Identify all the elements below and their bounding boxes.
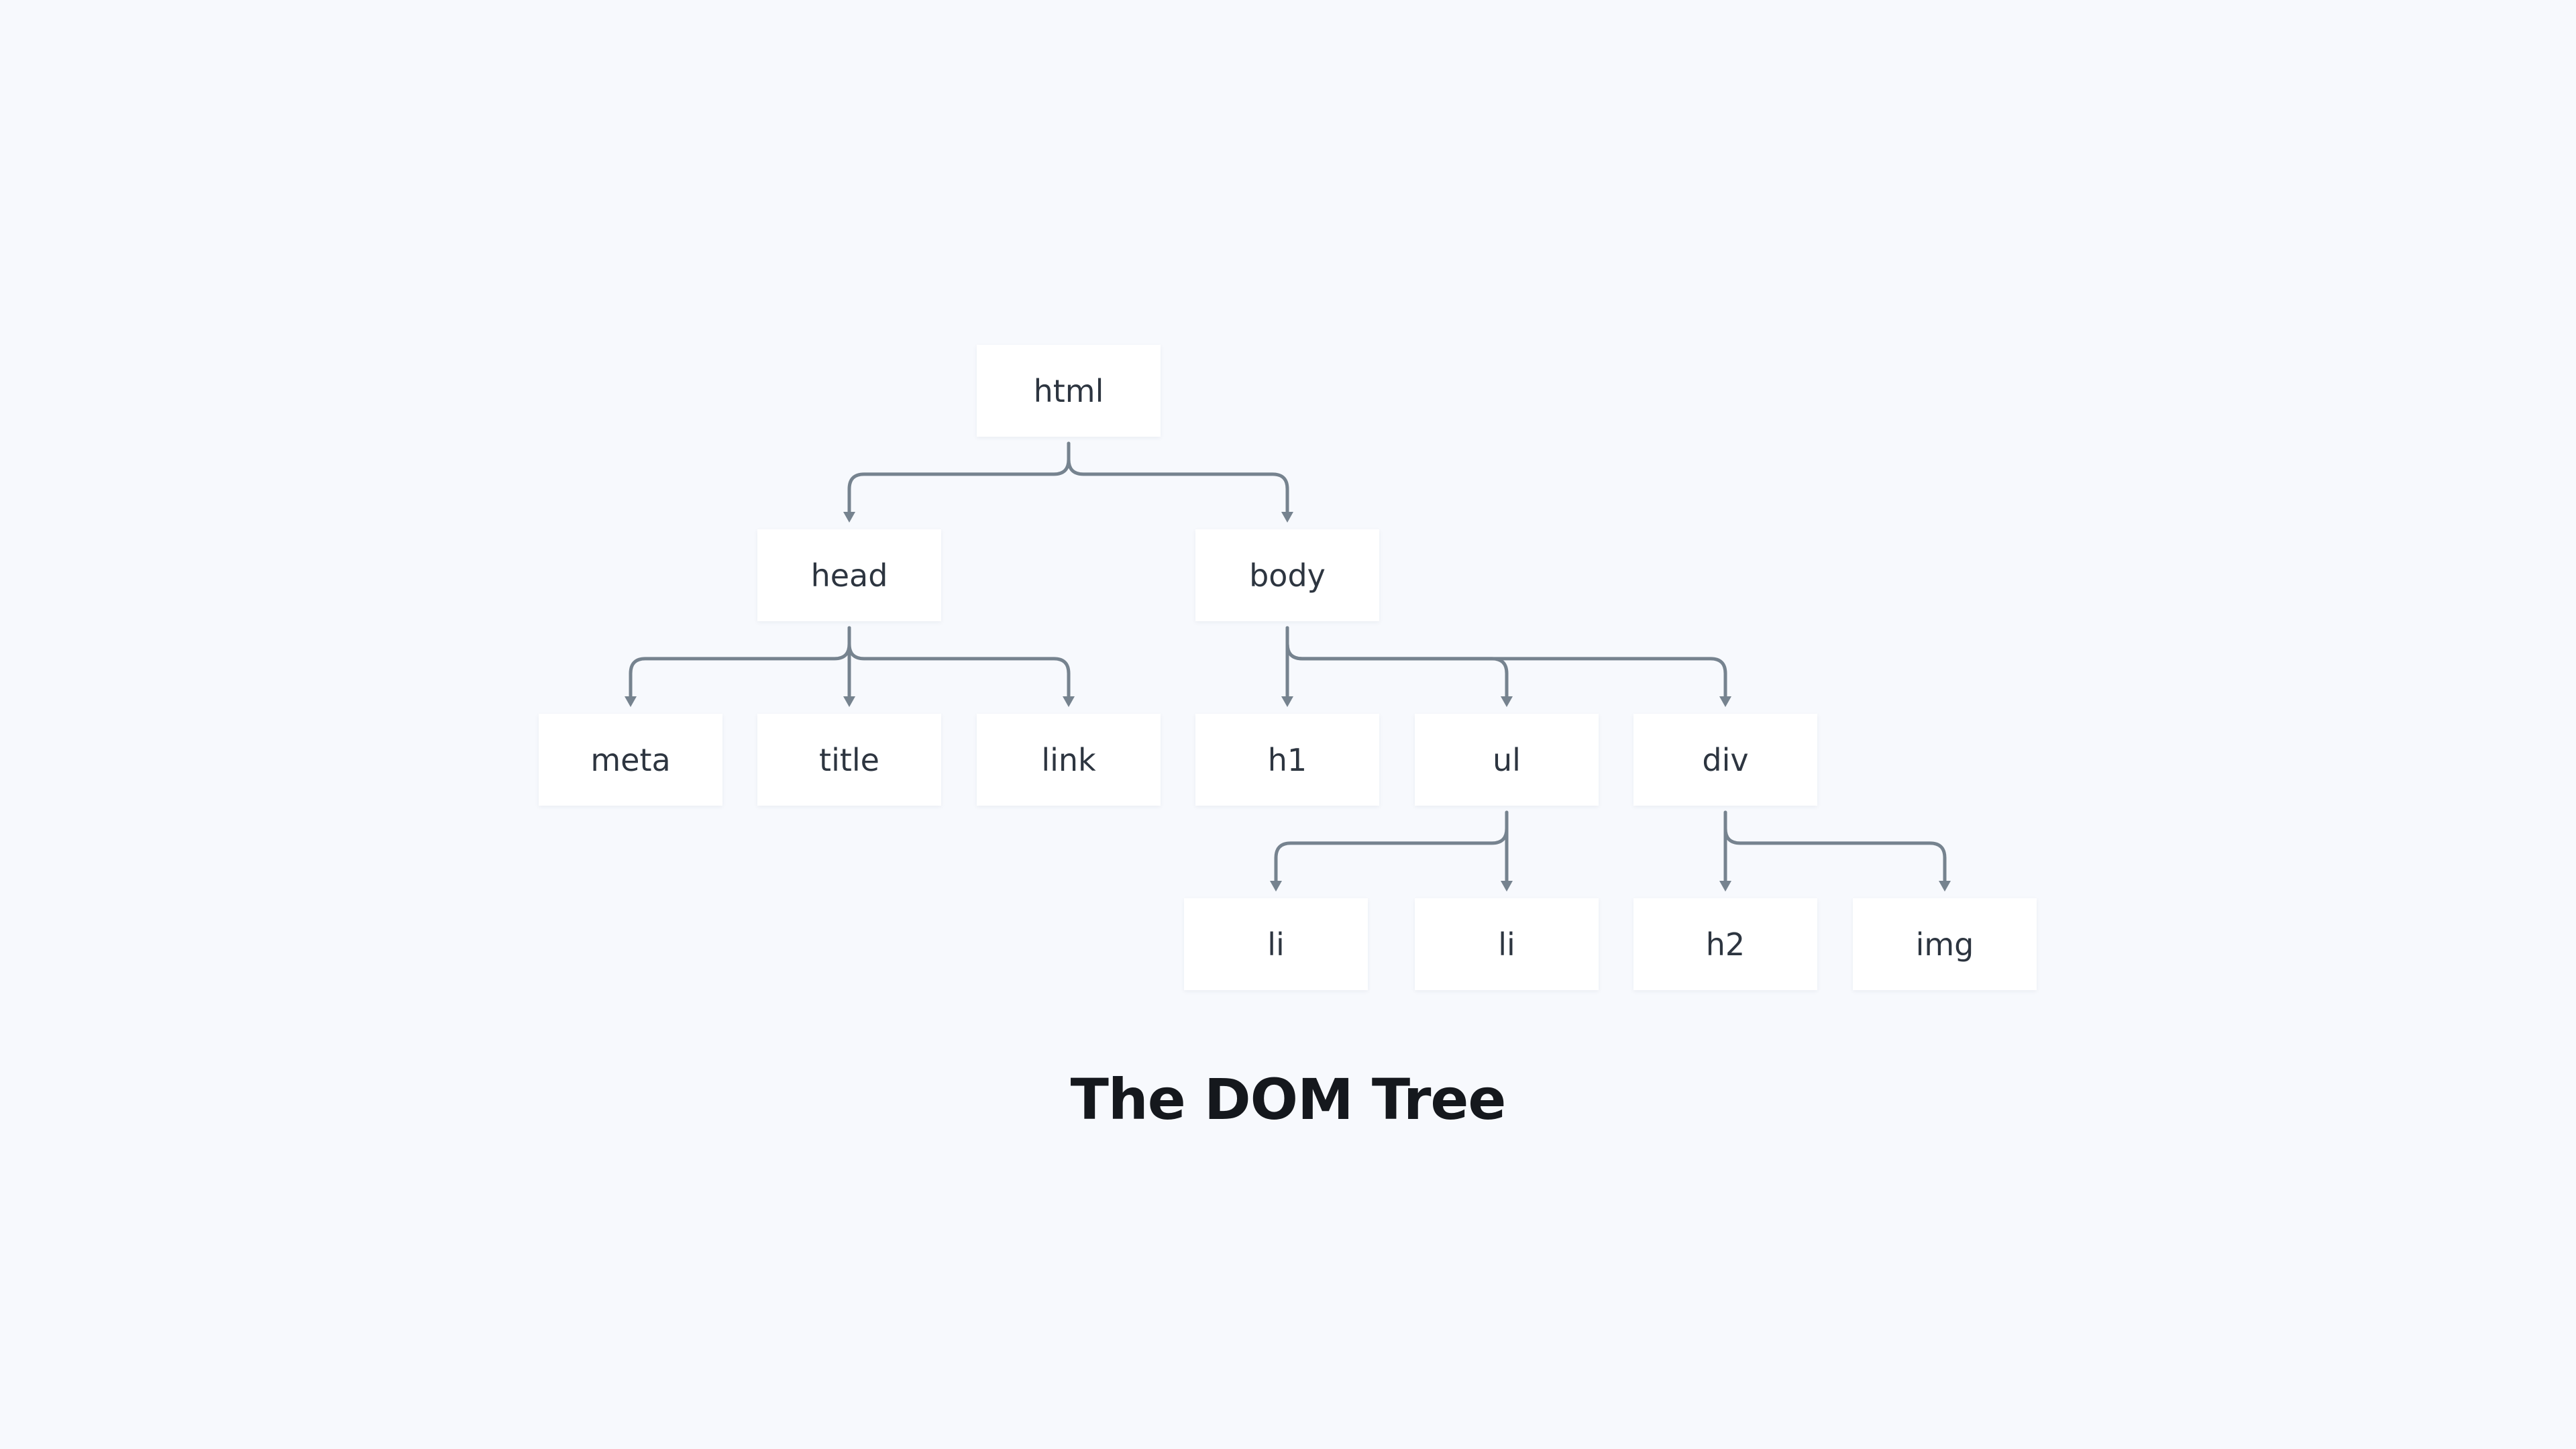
edge-html-body bbox=[1067, 441, 1289, 514]
arrowhead-ul bbox=[1501, 696, 1513, 707]
arrowhead-head bbox=[843, 512, 855, 523]
node-h2: h2 bbox=[1633, 898, 1817, 990]
node-body: body bbox=[1195, 529, 1379, 621]
node-li-2: li bbox=[1415, 898, 1599, 990]
node-title: title bbox=[757, 714, 941, 806]
diagram-title: The DOM Tree bbox=[1070, 1067, 1507, 1132]
arrowhead-title bbox=[843, 696, 855, 707]
arrowhead-li2 bbox=[1501, 881, 1513, 892]
edge-body-div bbox=[1285, 626, 1727, 698]
node-html: html bbox=[977, 345, 1161, 437]
arrowhead-li1 bbox=[1270, 881, 1282, 892]
arrowhead-h1 bbox=[1281, 696, 1293, 707]
arrowhead-meta bbox=[625, 696, 637, 707]
node-img: img bbox=[1853, 898, 2037, 990]
node-div: div bbox=[1633, 714, 1817, 806]
arrowhead-link bbox=[1063, 696, 1075, 707]
edge-ul-li1 bbox=[1274, 810, 1509, 883]
edge-html-head bbox=[847, 441, 1071, 514]
arrowhead-img bbox=[1939, 881, 1951, 892]
node-link: link bbox=[977, 714, 1161, 806]
node-meta: meta bbox=[539, 714, 722, 806]
edge-head-link bbox=[847, 626, 1071, 698]
edge-body-ul bbox=[1285, 626, 1509, 698]
arrowhead-body bbox=[1281, 512, 1293, 523]
node-h1: h1 bbox=[1195, 714, 1379, 806]
arrowhead-h2 bbox=[1719, 881, 1731, 892]
node-head: head bbox=[757, 529, 941, 621]
node-li-1: li bbox=[1184, 898, 1368, 990]
edge-head-meta bbox=[629, 626, 851, 698]
node-ul: ul bbox=[1415, 714, 1599, 806]
arrowhead-div bbox=[1719, 696, 1731, 707]
edge-div-img bbox=[1723, 810, 1947, 883]
